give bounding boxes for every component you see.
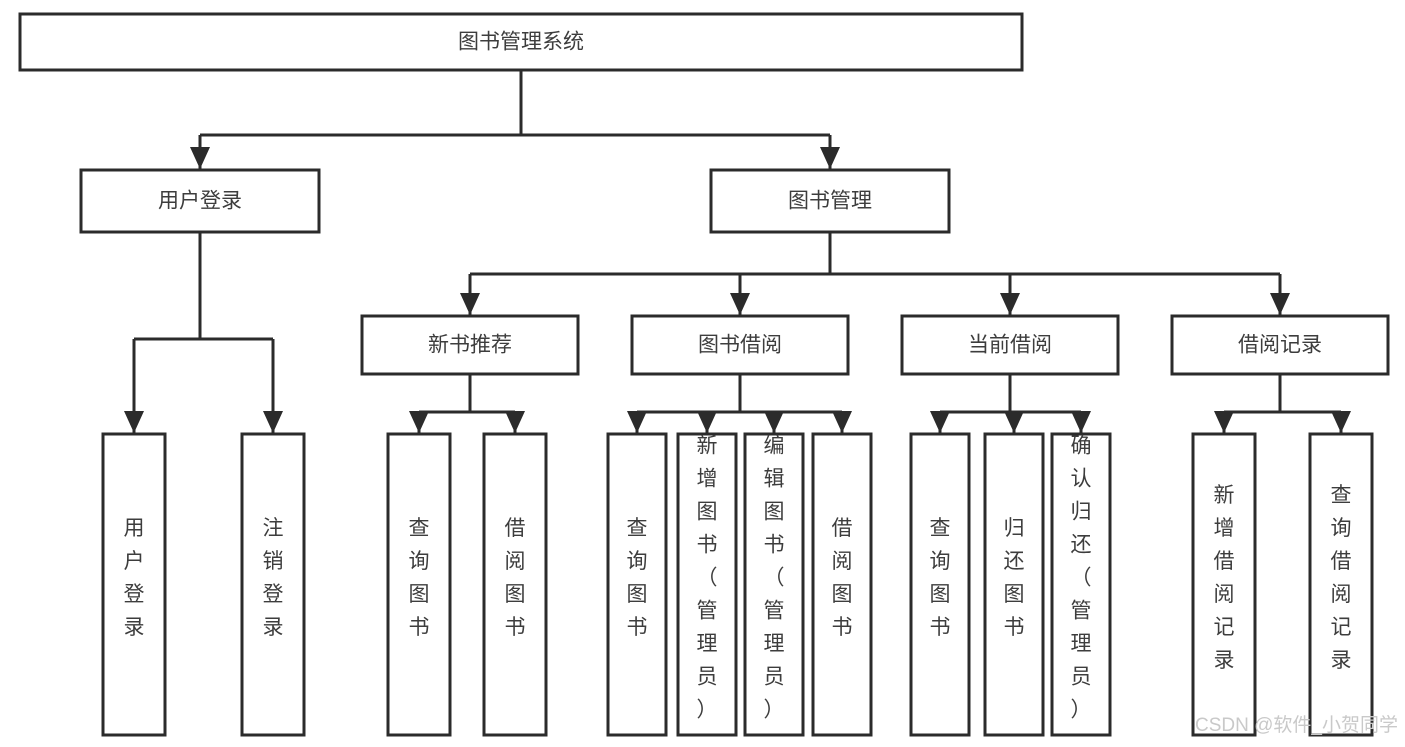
node-leaf-borrow-book-2[interactable]: 借阅图书: [811, 432, 873, 737]
node-box-leaf-query-book-1[interactable]: [386, 432, 452, 737]
node-leaf-borrow-book-1[interactable]: 借阅图书: [482, 432, 548, 737]
node-box-leaf-user-login[interactable]: [101, 432, 167, 737]
node-leaf-query-book-3[interactable]: 查询图书: [909, 432, 971, 737]
node-label-leaf-borrow-book-2: 借阅图书: [832, 517, 853, 639]
arrow-head-icon: [930, 411, 950, 433]
node-label-borrow-record: 借阅记录: [1238, 334, 1322, 357]
arrow-head-icon: [820, 147, 840, 169]
node-leaf-logout-login[interactable]: 注销登录: [240, 432, 306, 737]
arrow-head-icon: [505, 411, 525, 433]
node-label-user-login: 用户登录: [158, 190, 242, 213]
node-leaf-user-login[interactable]: 用户登录: [101, 432, 167, 737]
node-box-leaf-add-borrow-record[interactable]: [1191, 432, 1257, 737]
node-label-root: 图书管理系统: [458, 31, 584, 54]
node-label-leaf-query-book-3: 查询图书: [930, 517, 951, 639]
node-box-borrow-record[interactable]: [1170, 314, 1390, 376]
arrow-head-icon: [1331, 411, 1351, 433]
node-box-leaf-logout-login[interactable]: [240, 432, 306, 737]
node-label-leaf-borrow-book-1: 借阅图书: [505, 517, 526, 639]
node-box-current-borrow[interactable]: [900, 314, 1120, 376]
node-box-leaf-confirm-return[interactable]: [1050, 432, 1112, 737]
node-label-leaf-add-borrow-record: 新增借阅记录: [1214, 484, 1235, 672]
node-box-book-manage[interactable]: [709, 168, 951, 234]
diagram-nodes: 图书管理系统用户登录图书管理新书推荐图书借阅当前借阅借阅记录用户登录注销登录查询…: [18, 12, 1390, 737]
arrow-head-icon: [409, 411, 429, 433]
arrow-head-icon: [764, 411, 784, 433]
node-leaf-add-book-admin[interactable]: 新增图书（管理员）: [676, 432, 738, 737]
node-book-borrow[interactable]: 图书借阅: [630, 314, 850, 376]
node-box-leaf-edit-book-admin[interactable]: [743, 432, 805, 737]
node-label-leaf-return-book: 归还图书: [1004, 517, 1025, 639]
csdn-watermark: CSDN @软件_小贺同学: [1195, 714, 1398, 736]
node-box-leaf-query-book-2[interactable]: [606, 432, 668, 737]
node-book-manage[interactable]: 图书管理: [709, 168, 951, 234]
arrow-head-icon: [1270, 293, 1290, 315]
arrow-head-icon: [124, 411, 144, 433]
node-box-root[interactable]: [18, 12, 1024, 72]
node-box-leaf-return-book[interactable]: [983, 432, 1045, 737]
node-box-user-login[interactable]: [79, 168, 321, 234]
node-user-login[interactable]: 用户登录: [79, 168, 321, 234]
node-leaf-edit-book-admin[interactable]: 编辑图书（管理员）: [743, 432, 805, 737]
node-box-new-book-recommend[interactable]: [360, 314, 580, 376]
node-leaf-return-book[interactable]: 归还图书: [983, 432, 1045, 737]
node-label-leaf-query-borrow-record: 查询借阅记录: [1331, 484, 1352, 672]
node-label-book-borrow: 图书借阅: [698, 334, 782, 357]
node-box-leaf-borrow-book-1[interactable]: [482, 432, 548, 737]
node-box-leaf-borrow-book-2[interactable]: [811, 432, 873, 737]
arrow-head-icon: [1004, 411, 1024, 433]
arrow-head-icon: [460, 293, 480, 315]
arrow-head-icon: [263, 411, 283, 433]
arrow-head-icon: [832, 411, 852, 433]
node-leaf-query-book-1[interactable]: 查询图书: [386, 432, 452, 737]
node-leaf-query-book-2[interactable]: 查询图书: [606, 432, 668, 737]
node-box-leaf-add-book-admin[interactable]: [676, 432, 738, 737]
arrow-head-icon: [1000, 293, 1020, 315]
arrow-head-icon: [730, 293, 750, 315]
node-borrow-record[interactable]: 借阅记录: [1170, 314, 1390, 376]
node-label-leaf-user-login: 用户登录: [124, 517, 145, 639]
node-leaf-confirm-return[interactable]: 确认归还（管理员）: [1050, 432, 1112, 737]
arrow-head-icon: [1071, 411, 1091, 433]
node-label-leaf-query-book-2: 查询图书: [627, 517, 648, 639]
arrow-head-icon: [190, 147, 210, 169]
node-label-new-book-recommend: 新书推荐: [428, 334, 512, 357]
node-root[interactable]: 图书管理系统: [18, 12, 1024, 72]
arrow-head-icon: [1214, 411, 1234, 433]
node-box-book-borrow[interactable]: [630, 314, 850, 376]
arrow-head-icon: [697, 411, 717, 433]
node-box-leaf-query-book-3[interactable]: [909, 432, 971, 737]
node-new-book-recommend[interactable]: 新书推荐: [360, 314, 580, 376]
node-label-leaf-logout-login: 注销登录: [263, 517, 284, 639]
node-leaf-add-borrow-record[interactable]: 新增借阅记录: [1191, 432, 1257, 737]
arrow-head-icon: [627, 411, 647, 433]
node-label-leaf-edit-book-admin: 编辑图书（管理员）: [764, 435, 785, 722]
node-current-borrow[interactable]: 当前借阅: [900, 314, 1120, 376]
node-label-leaf-add-book-admin: 新增图书（管理员）: [697, 435, 718, 722]
node-leaf-query-borrow-record[interactable]: 查询借阅记录: [1308, 432, 1374, 737]
node-box-leaf-query-borrow-record[interactable]: [1308, 432, 1374, 737]
node-label-leaf-confirm-return: 确认归还（管理员）: [1071, 435, 1092, 722]
node-label-current-borrow: 当前借阅: [968, 334, 1052, 357]
node-label-leaf-query-book-1: 查询图书: [409, 517, 430, 639]
connector-edges: [124, 70, 1351, 433]
node-label-book-manage: 图书管理: [788, 190, 872, 213]
